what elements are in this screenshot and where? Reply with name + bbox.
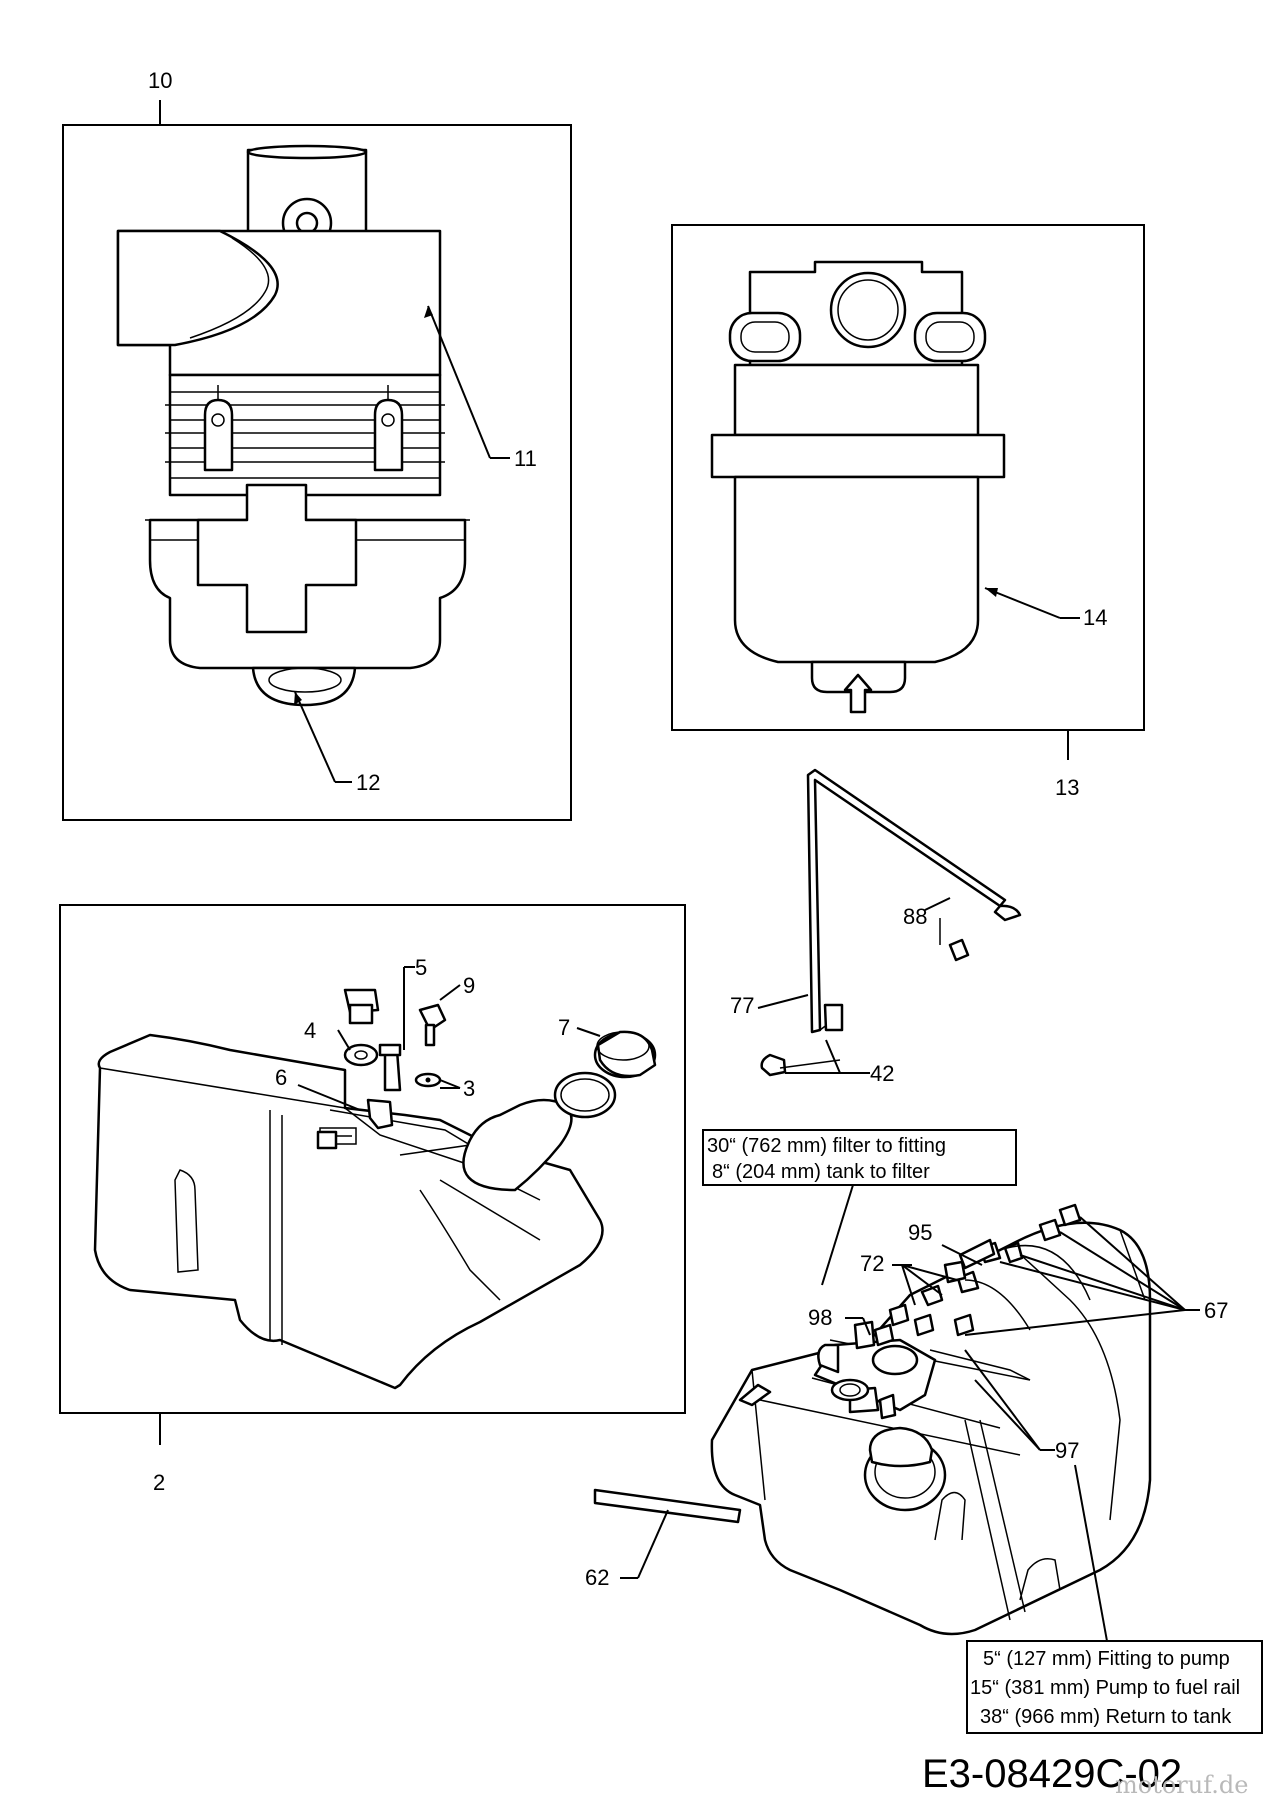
hose-note-line-5: 38“ (966 mm) Return to tank [980, 1706, 1232, 1728]
callout-42: 42 [870, 1061, 894, 1086]
callout-98: 98 [808, 1305, 832, 1330]
callout-10: 10 [148, 68, 172, 93]
hose-note-line-3: 5“ (127 mm) Fitting to pump [983, 1648, 1230, 1670]
hose-length-note-bottom: 5“ (127 mm) Fitting to pump 15“ (381 mm)… [966, 1464, 1263, 1734]
callout-88: 88 [903, 904, 927, 929]
callout-13: 13 [1055, 775, 1079, 800]
drawing-code: E3-08429C-02 [922, 1752, 1182, 1796]
callout-4: 4 [304, 1018, 316, 1043]
callout-95: 95 [908, 1220, 932, 1245]
fuel-filter [710, 260, 1006, 714]
callout-2: 2 [153, 1470, 165, 1495]
fuel-filter-assembly-panel: 13 14 [671, 224, 1145, 800]
air-filter-housing [116, 144, 470, 707]
callout-11: 11 [514, 446, 537, 471]
callout-77: 77 [730, 993, 754, 1018]
callout-67: 67 [1204, 1298, 1228, 1323]
callout-62: 62 [585, 1565, 609, 1590]
hose-note-line-2: 8“ (204 mm) tank to filter [712, 1161, 930, 1183]
watermark-text: motoruf.de [1115, 1771, 1248, 1799]
callout-72: 72 [860, 1251, 884, 1276]
hose-length-note-top: 30“ (762 mm) filter to fitting 8“ (204 m… [702, 1129, 1017, 1286]
air-filter-assembly-panel: 10 [62, 68, 572, 821]
efi-fuel-tank [593, 1203, 1152, 1636]
callout-12: 12 [356, 770, 380, 795]
callout-97: 97 [1055, 1438, 1079, 1463]
callout-9: 9 [463, 973, 475, 998]
callout-14: 14 [1083, 605, 1107, 630]
callout-7: 7 [558, 1015, 570, 1040]
fuel-line-bracket [760, 768, 1022, 1077]
hose-note-line-4: 15“ (381 mm) Pump to fuel rail [970, 1677, 1240, 1699]
hose-note-line-1: 30“ (762 mm) filter to fitting [707, 1135, 946, 1157]
callout-5: 5 [415, 955, 427, 980]
fuel-tank [93, 1030, 657, 1390]
fuel-tank-assembly-panel: 2 [59, 904, 686, 1495]
callout-6: 6 [275, 1065, 287, 1090]
callout-3: 3 [463, 1076, 475, 1101]
